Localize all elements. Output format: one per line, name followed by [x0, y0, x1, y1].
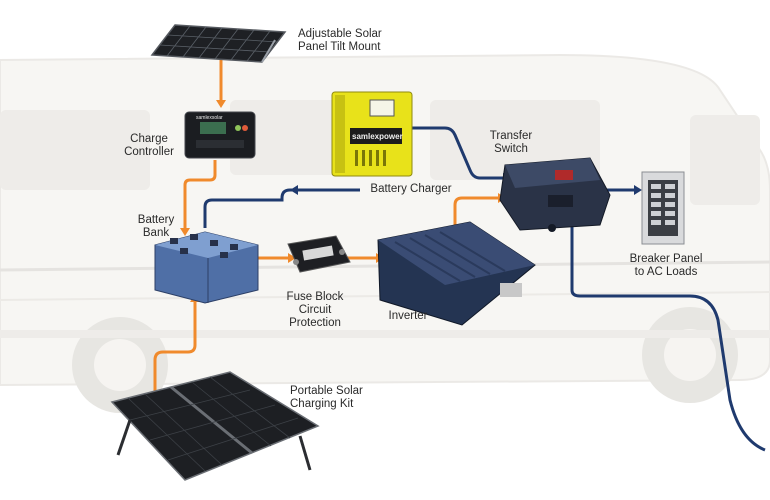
controller-brand-text: samlexsolar — [196, 115, 223, 121]
label-portable-kit: Portable Solar Charging Kit — [290, 385, 363, 410]
dc-wiring — [153, 56, 500, 395]
wire-charger-to-transfer — [412, 126, 505, 180]
transfer-switch — [499, 157, 611, 232]
label-battery-charger: Battery Charger — [370, 183, 452, 195]
charge-controller: samlexsolar — [184, 111, 256, 159]
battery-charger: samlexpower — [331, 91, 413, 177]
label-battery-bank: Battery Bank — [137, 214, 175, 239]
wire-portable-kit-to-battery — [153, 300, 197, 395]
label-transfer-switch: Transfer Switch — [489, 130, 533, 155]
label-tilt-mount: Adjustable Solar Panel Tilt Mount — [298, 28, 382, 53]
label-breaker-panel: Breaker Panel to AC Loads — [629, 253, 703, 278]
inverter — [377, 221, 536, 326]
charger-brand-text: samlexpower — [352, 132, 403, 141]
wire-shore-power — [570, 225, 766, 452]
label-charge-controller: Charge Controller — [124, 133, 174, 158]
label-inverter: Inverter — [388, 310, 428, 322]
battery-bank — [154, 231, 259, 304]
portable-solar-kit — [110, 371, 320, 481]
fuse-block — [287, 235, 351, 273]
breaker-panel — [641, 171, 685, 245]
label-fuse-block: Fuse Block Circuit Protection — [286, 291, 344, 329]
wire-controller-to-battery — [183, 160, 217, 230]
wire-charger-to-battery — [203, 188, 360, 228]
tilt-mount-solar-panel — [150, 24, 287, 63]
wire-inverter-to-transfer — [453, 196, 500, 240]
